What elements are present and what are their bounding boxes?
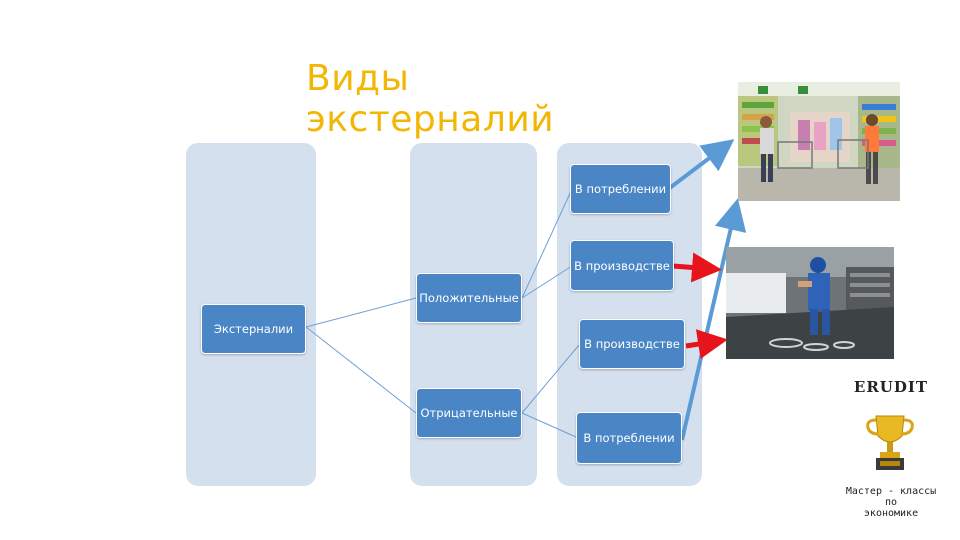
badge-text-line1: Мастер - классы <box>845 486 937 497</box>
node-positive-consumption: В потреблении <box>570 164 671 214</box>
supermarket-shoppers-photo <box>738 82 900 201</box>
badge-text: Мастер - классы по экономике <box>826 486 956 519</box>
blue-arrow-to-shop <box>665 139 735 192</box>
node-negative: Отрицательные <box>416 388 522 438</box>
red-arrow-production-1 <box>672 252 722 283</box>
node-positive-production: В производстве <box>570 240 674 291</box>
node-negative-label: Отрицательные <box>420 406 518 420</box>
node-positive-production-label: В производстве <box>574 258 670 273</box>
red-arrow-production-2 <box>685 329 728 359</box>
badge-text-line2: по <box>884 497 898 508</box>
node-positive-label: Положительные <box>419 291 519 305</box>
blue-arrow-to-shop-long <box>680 198 747 441</box>
node-negative-production-label: В производстве <box>584 337 680 351</box>
badge-text-line3: экономике <box>863 508 919 519</box>
factory-worker-photo <box>726 247 894 359</box>
node-externalities: Экстерналии <box>201 304 306 354</box>
line-root-negative <box>305 326 417 414</box>
node-negative-consumption-label: В потреблении <box>583 431 675 445</box>
erudit-badge: ERUDIT Мастер - классы по экономике <box>826 374 956 524</box>
line-root-positive <box>305 297 417 328</box>
node-externalities-label: Экстерналии <box>213 322 294 336</box>
badge-title: ERUDIT <box>853 378 929 396</box>
line-negative-production <box>521 344 580 414</box>
line-positive-consumption <box>521 188 573 299</box>
line-positive-production <box>521 265 573 299</box>
node-negative-consumption: В потреблении <box>576 412 682 464</box>
trophy-icon <box>866 415 914 470</box>
node-positive: Положительные <box>416 273 522 323</box>
slide-title: Виды экстерналий <box>306 58 555 140</box>
node-positive-consumption-label: В потреблении <box>574 182 667 196</box>
line-negative-consumption <box>521 412 577 438</box>
node-negative-production: В производстве <box>579 319 685 369</box>
